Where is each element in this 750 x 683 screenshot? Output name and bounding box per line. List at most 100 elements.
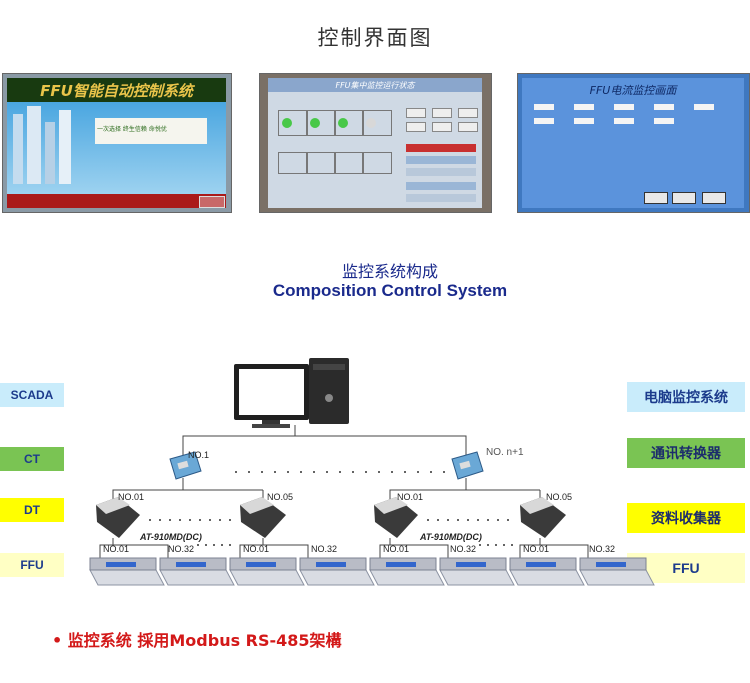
screenshot-current-monitor: FFU电流监控画面 [517, 73, 750, 213]
screen3-button [644, 192, 668, 204]
converter-label-last: NO. n+1 [486, 447, 524, 458]
connector-dot [339, 471, 341, 473]
tag-ct: CT [0, 447, 64, 471]
connector-dot [443, 471, 445, 473]
tag-data-collector: 资料收集器 [627, 503, 745, 533]
connector-dot [248, 471, 250, 473]
ffu-label: NO.01 [243, 544, 269, 554]
screen2-button [432, 122, 452, 132]
screen2-button [406, 122, 426, 132]
connector-dot [205, 544, 207, 546]
connector-dot [209, 519, 211, 521]
connector-dot [261, 471, 263, 473]
screen2-title: FFU集中监控运行状态 [335, 81, 415, 90]
ffu-unit-icon [229, 557, 305, 586]
connector-dot [497, 519, 499, 521]
ffu-label: NO.01 [383, 544, 409, 554]
screen1-caption: 一次选择 终生信赖 命悦优 [97, 126, 167, 133]
tag-pc-monitoring: 电脑监控系统 [627, 382, 745, 412]
connector-dot [169, 519, 171, 521]
connector-dot [219, 519, 221, 521]
ffu-label: NO.01 [103, 544, 129, 554]
connector-dot [274, 471, 276, 473]
collector-icon [96, 497, 140, 538]
screen3-button [702, 192, 726, 204]
collector-label: NO.01 [397, 492, 423, 502]
connector-dot [221, 544, 223, 546]
screen2-button [458, 122, 478, 132]
tag-ffu-right: FFU [627, 553, 745, 583]
ffu-unit-icon [439, 557, 515, 586]
connector-dot [159, 519, 161, 521]
status-light-1 [282, 118, 292, 128]
screenshot-auto-control: FFU智能自动控制系统 一次选择 终生信赖 命悦优 [2, 73, 232, 213]
collector-icon [240, 497, 286, 538]
screen1-title: FFU智能自动控制系统 [40, 82, 193, 100]
collector-label: NO.01 [118, 492, 144, 502]
screen3-title: FFU电流监控画面 [589, 84, 677, 97]
tag-scada: SCADA [0, 383, 64, 407]
collector-model-label: AT-910MD(DC) [139, 532, 202, 542]
section-title-cn: 监控系统构成 [341, 262, 438, 281]
ffu-unit-icon [89, 557, 165, 586]
collector-label: NO.05 [546, 492, 572, 502]
connector-dot [511, 544, 513, 546]
ffu-unit-icon [369, 557, 445, 586]
connector-dot [378, 471, 380, 473]
connector-dot [457, 519, 459, 521]
connector-dot [507, 519, 509, 521]
connector-dot [326, 471, 328, 473]
screenshot-run-status: FFU集中监控运行状态 [259, 73, 492, 213]
converter-icon [451, 451, 484, 480]
connector-dot [313, 471, 315, 473]
connector-dot [430, 471, 432, 473]
status-light-4 [366, 118, 376, 128]
tag-dt: DT [0, 498, 64, 522]
connector-dot [229, 544, 231, 546]
connector-dot [235, 471, 237, 473]
connector-dot [229, 519, 231, 521]
connector-dot [427, 519, 429, 521]
ffu-unit-icon [579, 557, 655, 586]
connector-dot [479, 544, 481, 546]
connector-dot [487, 544, 489, 546]
connector-dot [495, 544, 497, 546]
connector-dot [352, 471, 354, 473]
tag-comm-converter: 通讯转换器 [627, 438, 745, 468]
connector-dot [503, 544, 505, 546]
bullet-note: • 监控系统 採用Modbus RS-485架構 [52, 631, 342, 650]
connector-dot [189, 519, 191, 521]
ffu-label: NO.01 [523, 544, 549, 554]
connector-dot [365, 471, 367, 473]
collector-label: NO.05 [267, 492, 293, 502]
status-light-2 [310, 118, 320, 128]
connector-dot [300, 471, 302, 473]
section-title-en: Composition Control System [272, 281, 508, 300]
page-title: 控制界面图 [317, 26, 433, 50]
connector-dot [149, 519, 151, 521]
connector-dot [179, 519, 181, 521]
connector-dot [404, 471, 406, 473]
screen2-button [406, 108, 426, 118]
ffu-unit-icon [509, 557, 585, 586]
connector-dot [391, 471, 393, 473]
connector-dot [447, 519, 449, 521]
connector-dot [213, 544, 215, 546]
converter-icon [169, 451, 202, 480]
connector-dot [417, 471, 419, 473]
tag-ffu-left: FFU [0, 553, 64, 577]
ffu-label: NO.32 [589, 544, 615, 554]
connector-dot [199, 519, 201, 521]
connector-dot [487, 519, 489, 521]
ffu-label: NO.32 [450, 544, 476, 554]
connector-dot [477, 519, 479, 521]
collector-icon [520, 497, 566, 538]
ffu-label: NO.32 [168, 544, 194, 554]
screen3-button [672, 192, 696, 204]
computer-icon [234, 358, 349, 428]
screen2-button [432, 108, 452, 118]
ffu-unit-icon [159, 557, 235, 586]
ffu-label: NO.32 [311, 544, 337, 554]
converter-label-first: NO.1 [188, 450, 209, 460]
